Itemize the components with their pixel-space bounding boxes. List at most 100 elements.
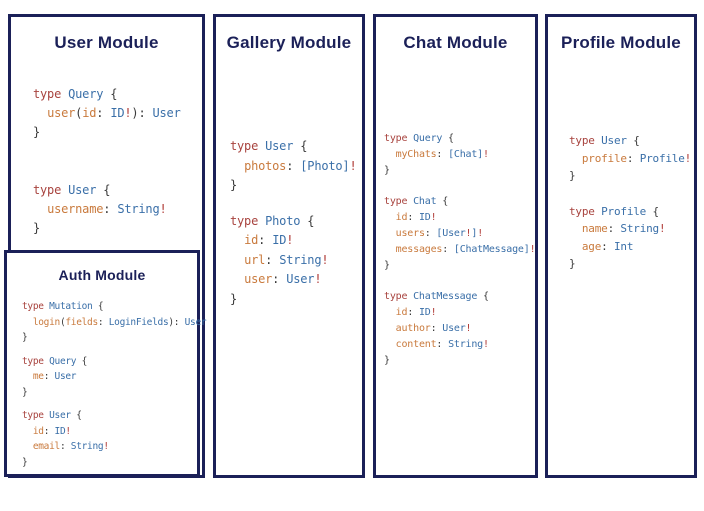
token-typ: User [184,316,207,328]
token-pun: : [407,212,419,223]
code-line: author: User! [384,321,535,337]
token-fld: id [82,106,97,120]
token-kw: type [22,301,50,312]
token-typ: String [70,441,104,452]
token-typ: User [265,139,301,153]
token-typ: Profile [601,204,653,218]
code-line: type Mutation { [22,299,206,315]
token-fld: user [47,106,76,120]
token-pun [22,371,33,382]
code-line: type Chat { [384,194,535,210]
token-pun: } [384,355,390,366]
token-pun: { [442,196,449,207]
token-pun: } [384,165,390,176]
token-kw: type [384,196,414,207]
token-pun [569,152,582,165]
code-block: type Query { myChats: [Chat]!} [384,131,535,179]
token-pun: : [436,339,449,350]
code-line: } [22,455,206,471]
token-fld: id [395,307,408,318]
code-line: type User { [569,132,691,150]
token-typ: ID [110,106,125,120]
token-fld: author [395,323,431,334]
token-typ: User [49,410,77,421]
token-pun: : [43,371,55,382]
token-bang: ! [321,252,329,267]
code-line: user(id: ID!): User [33,104,181,123]
token-pun: } [230,178,238,192]
token-kw: type [22,410,50,421]
token-fld: id [395,212,408,223]
token-typ: [Chat] [448,149,483,160]
token-fld: content [395,339,437,350]
token-pun [33,106,47,120]
code-line: } [384,258,535,274]
code-line: myChats: [Chat]! [384,147,535,163]
token-fld: users [395,228,425,239]
panel-title: Chat Module [403,33,508,52]
code-block: type ChatMessage { id: ID! author: User!… [384,289,535,369]
token-pun [22,441,33,452]
code-line: user: User! [230,270,357,290]
code-line: } [230,290,357,310]
code-line: type Photo { [230,212,357,232]
token-pun [384,212,396,223]
token-typ: [Photo] [300,158,350,173]
token-typ: Query [49,355,82,367]
code-line: profile: Profile! [569,150,691,168]
token-pun: } [22,456,28,468]
panel-auth-module: Auth Module type Mutation { login(fields… [4,250,207,477]
token-fld: me [32,371,44,382]
code-block: type User { photos: [Photo]!} [230,137,357,196]
token-bang: ! [159,202,167,216]
token-bang: ! [65,425,71,437]
code-line: } [230,176,357,196]
code-line: login(fields: LoginFields): User [22,315,207,331]
token-pun: : [265,252,280,267]
token-kw: type [22,355,50,367]
token-pun: { [652,204,660,218]
token-typ: ] [471,228,478,239]
token-fld: url [244,252,266,267]
code-profile: type User { profile: Profile!}type Profi… [569,132,691,291]
token-bang: ! [658,222,666,235]
code-line: type ChatMessage { [384,289,535,305]
code-line: messages: [ChatMessage]! [384,242,536,258]
code-line: id: ID! [384,210,535,226]
token-bang: ! [529,244,536,255]
token-bang: ! [483,339,489,350]
token-pun: ( [59,316,66,328]
token-typ: ID [418,212,431,223]
code-line: } [33,219,181,238]
token-bang: ! [430,212,437,223]
token-typ: User [68,183,104,197]
code-chat: type Query { myChats: [Chat]!} type Chat … [384,131,536,384]
panel-title: Gallery Module [226,33,352,52]
token-typ: User [601,134,634,147]
token-pun [569,240,582,253]
code-block: type Query { me: User} [22,354,206,401]
code-line: type Query { [33,85,181,104]
token-typ: LoginFields [108,316,169,328]
token-bang: ! [684,151,692,165]
token-typ: User [54,371,77,382]
token-pun: : [272,272,287,286]
code-block: type User { profile: Profile!} [569,132,691,185]
token-pun: { [76,410,82,421]
code-line: } [569,255,691,273]
token-pun: } [33,125,41,139]
panel-title: User Module [54,33,159,52]
code-line: type User { [230,137,357,157]
token-typ: Profile [639,151,685,165]
token-typ: [User [436,228,466,239]
token-bang: ! [314,272,322,286]
token-pun: : [59,441,71,452]
token-pun: { [482,291,489,302]
token-typ: ID [272,233,287,247]
token-pun: } [33,221,41,235]
token-pun [384,339,396,350]
token-pun: : [43,425,55,437]
code-block: type Mutation { login(fields: LoginField… [22,299,207,346]
code-line: me: User [22,369,206,385]
code-line: id: ID! [22,424,206,440]
